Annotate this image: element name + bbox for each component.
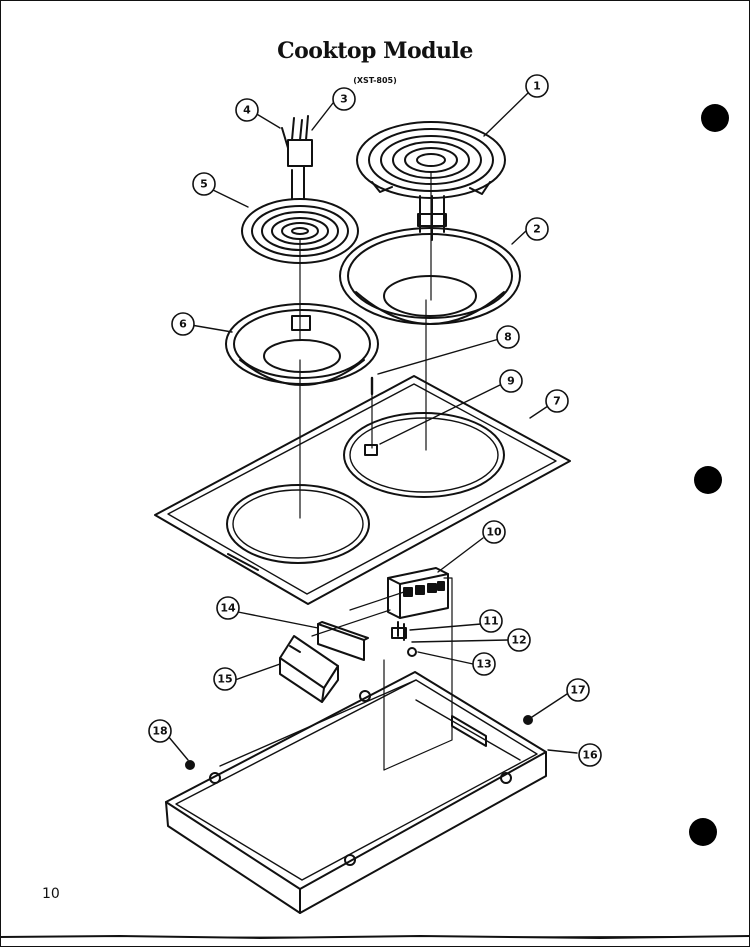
model-number: (XST-805) [353,76,397,85]
binder-hole-top [701,104,729,132]
callout-7-label: 7 [553,395,561,408]
callout-9: 9 [499,369,523,393]
callout-7: 7 [545,389,569,413]
wiring-shield [317,621,369,661]
callout-10-label: 10 [486,526,502,539]
terminal-block [281,115,313,167]
callout-17-label: 17 [570,684,585,697]
callout-5-label: 5 [200,178,208,191]
large-drip-bowl [339,227,521,325]
callout-8: 8 [496,325,520,349]
leader-lines [167,92,578,761]
cooktop-panel [154,375,571,605]
callout-6-label: 6 [179,318,187,331]
callout-4: 4 [235,98,259,122]
binder-hole-middle [694,466,722,494]
leveling-screw-18 [185,760,195,770]
page-title: Cooktop Module [277,38,473,64]
callout-3-label: 3 [340,93,348,106]
callout-12: 12 [507,628,531,652]
callout-4-label: 4 [243,104,251,117]
callout-12-label: 12 [511,634,526,647]
callout-15-label: 15 [217,673,232,686]
assembly-guide-lines [299,171,453,771]
junction-box [279,635,339,703]
callout-1-label: 1 [533,80,541,93]
scan-edge-artifact [0,934,750,940]
callout-11: 11 [479,609,503,633]
callout-14-label: 14 [220,602,236,615]
callout-bubbles: 1 2 3 4 5 6 7 8 [148,74,602,767]
callout-5: 5 [192,172,216,196]
callout-15: 15 [213,667,237,691]
callout-16: 16 [578,743,602,767]
switch-bracket [387,567,449,619]
page-number: 10 [42,886,60,902]
callout-18-label: 18 [152,725,167,738]
callout-17: 17 [566,678,590,702]
callout-16-label: 16 [582,749,598,762]
callout-14: 14 [216,596,240,620]
callout-3: 3 [332,87,356,111]
callout-10: 10 [482,520,506,544]
callout-18: 18 [148,719,172,743]
callout-2-label: 2 [533,223,541,236]
leveling-screw-17 [523,715,533,725]
callout-2: 2 [525,217,549,241]
callout-6: 6 [171,312,195,336]
small-drip-bowl [225,303,379,386]
callout-9-label: 9 [507,375,515,388]
callout-13-label: 13 [476,658,491,671]
switch-parts [391,621,417,657]
callout-13: 13 [472,652,496,676]
binder-hole-bottom [689,818,717,846]
base-pan [165,671,547,914]
callout-1: 1 [525,74,549,98]
callout-8-label: 8 [504,331,512,344]
callout-11-label: 11 [483,615,498,628]
mounting-clip [364,444,378,456]
